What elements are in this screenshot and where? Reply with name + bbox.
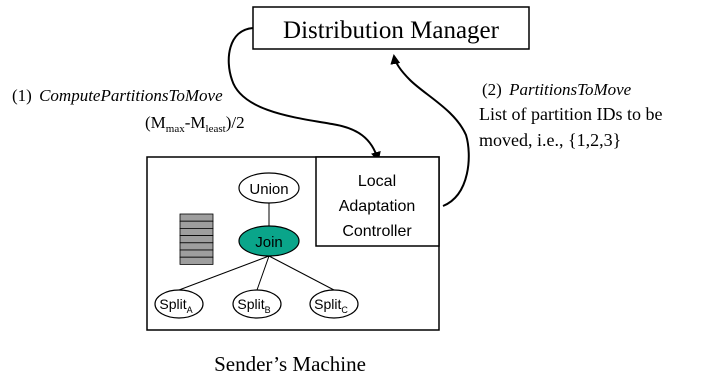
controller-label-line3: Controller: [342, 223, 412, 240]
operator-edges: [178, 203, 335, 291]
join-operator: Join: [238, 225, 300, 257]
queue-slot: [179, 213, 214, 222]
join-label: Join: [255, 234, 283, 251]
queue-slot: [179, 256, 214, 265]
compute-partitions-arrow: [227, 27, 381, 162]
compute-formula: (Mmax-Mleast)/2: [145, 113, 245, 135]
queue-slot: [179, 235, 214, 244]
split-c-operator: SplitC: [309, 289, 359, 319]
partitions-step-number: (2): [482, 80, 502, 99]
queue-slot: [179, 249, 214, 258]
union-operator: Union: [238, 172, 300, 204]
split-b-label: SplitB: [237, 296, 270, 315]
split-a-operator: SplitA: [154, 289, 204, 319]
compute-partitions-message: (1) ComputePartitionsToMove: [12, 86, 223, 105]
union-label: Union: [249, 181, 288, 198]
partitions-list-line2: moved, i.e., {1,2,3}: [479, 130, 621, 150]
controller-label-line1: Local: [358, 173, 396, 190]
partition-queue-icon: [179, 213, 214, 265]
split-a-label: SplitA: [159, 296, 192, 315]
controller-label-line2: Adaptation: [339, 198, 416, 215]
split-b-operator: SplitB: [232, 289, 282, 319]
distribution-manager-box: Distribution Manager: [252, 6, 530, 50]
queue-slot: [179, 227, 214, 236]
partitions-list-line1: List of partition IDs to be: [479, 104, 662, 124]
compute-step-number: (1): [12, 86, 32, 105]
partitions-to-move-arrow: [390, 54, 470, 207]
sender-machine-label: Sender’s Machine: [214, 352, 366, 376]
split-c-label: SplitC: [314, 296, 348, 315]
compute-partitions-name: ComputePartitionsToMove: [39, 86, 223, 105]
queue-slot: [179, 242, 214, 251]
distribution-manager-label: Distribution Manager: [283, 17, 500, 44]
local-adaptation-controller-box: Local Adaptation Controller: [315, 156, 440, 247]
partitions-to-move-message: (2) PartitionsToMove: [482, 80, 632, 99]
partitions-to-move-name: PartitionsToMove: [508, 80, 632, 99]
queue-slot: [179, 220, 214, 229]
